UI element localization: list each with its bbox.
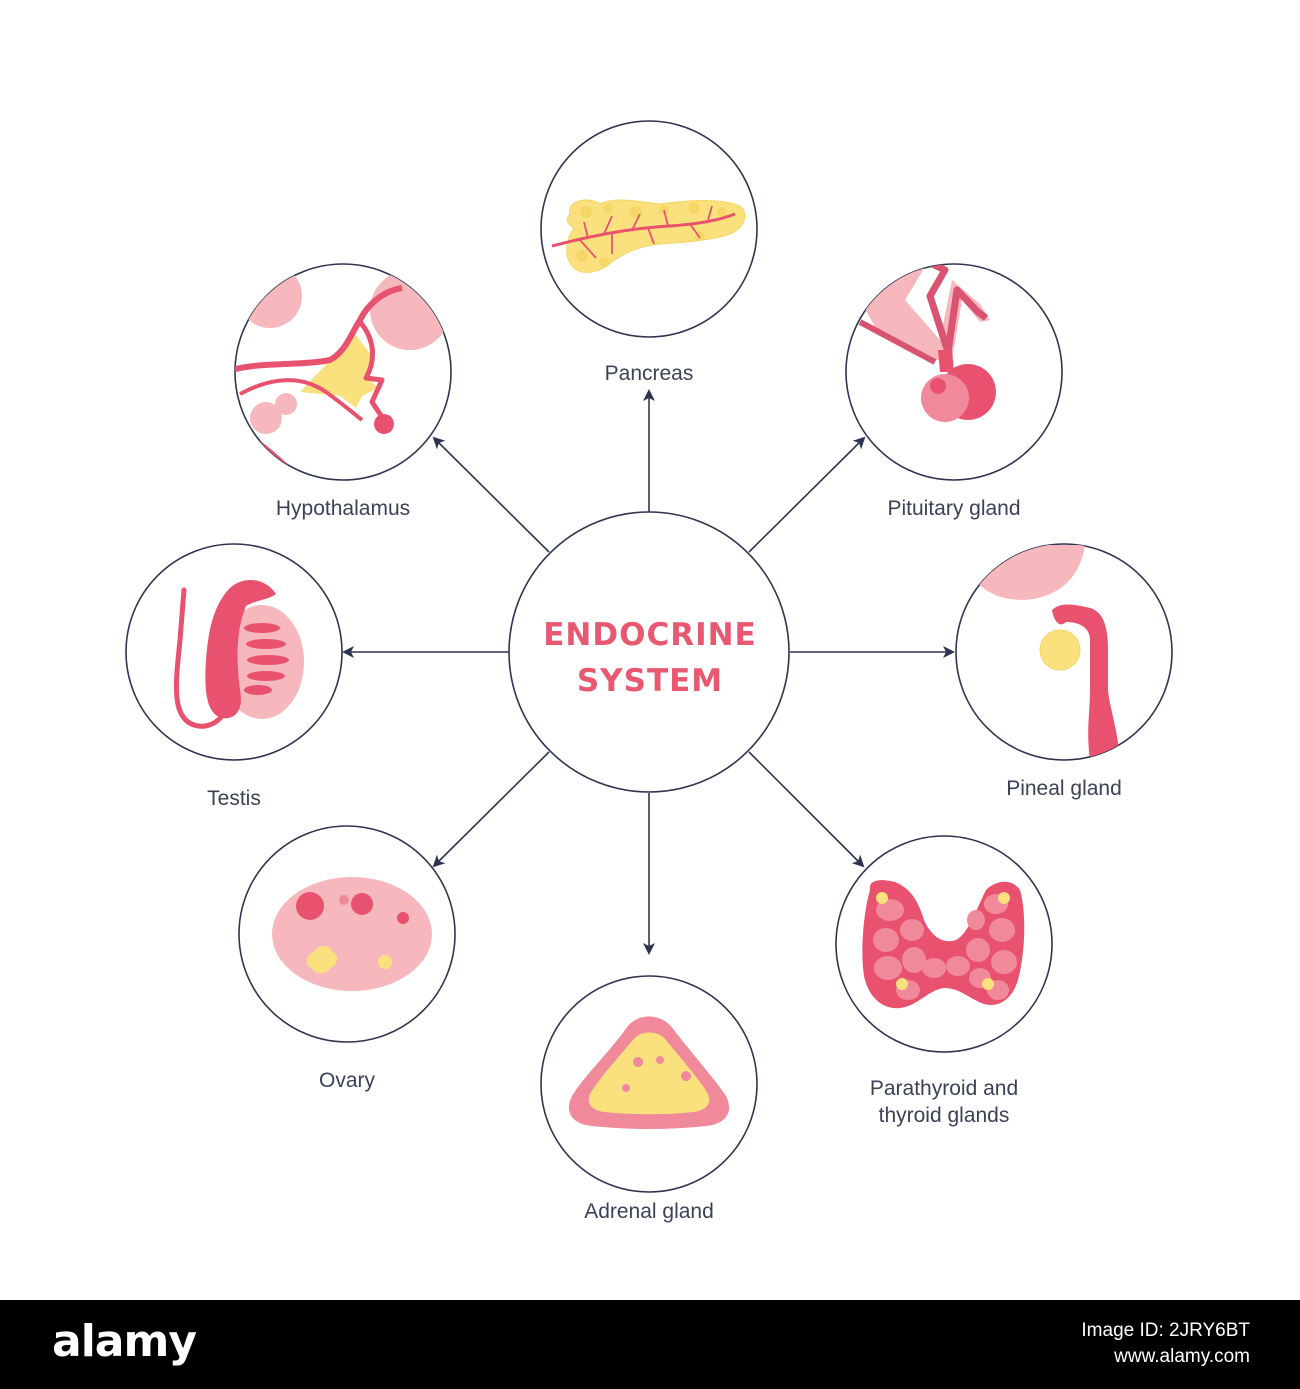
alamy-logo[interactable]: alamy [52,1316,197,1367]
center-circle [508,511,790,793]
label-hypothalamus: Hypothalamus [275,497,411,520]
label-pineal-gland: Pineal gland [1006,777,1122,800]
arrow-thyroid [748,751,865,868]
label-testis: Testis [207,787,261,810]
arrow-hypothalamus [432,436,550,553]
watermark-bar [0,1300,1300,1389]
connector-arrows [342,389,955,955]
label-adrenal-gland: Adrenal gland [584,1200,714,1223]
arrow-ovary [432,751,550,868]
testis-icon [125,543,343,761]
arrow-pituitary [748,436,866,553]
diagram-canvas [125,120,1173,1193]
label-pancreas: Pancreas [604,362,694,385]
hypothalamus-icon [234,263,452,481]
pineal-gland-icon [955,543,1173,761]
adrenal-gland-icon [540,975,758,1193]
diagram-title: ENDOCRINE SYSTEM [543,617,757,699]
label-pituitary-gland: Pituitary gland [887,497,1021,520]
ovary-icon [238,825,456,1043]
label-thyroid-glands: Parathyroid and thyroid glands [869,1077,1019,1127]
thyroid-glands-icon [835,835,1053,1053]
label-ovary: Ovary [318,1069,376,1092]
stock-url-link[interactable]: www.alamy.com [1114,1346,1250,1367]
pancreas-icon [540,120,758,338]
image-id: Image ID: 2JRY6BT [1081,1320,1250,1341]
pituitary-gland-icon [845,263,1063,481]
endocrine-diagram: ENDOCRINE SYSTEM Pancreas Pituitary glan… [125,120,1173,1223]
